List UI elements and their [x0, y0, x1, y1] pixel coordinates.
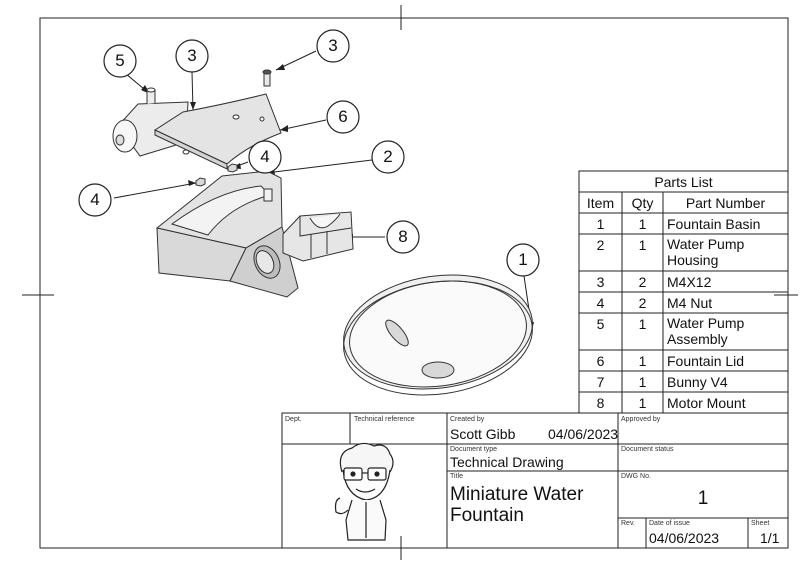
parts-row-2-part: Water Pump Housing: [667, 236, 745, 268]
balloon-4-mid-label: 4: [260, 147, 270, 166]
motor-mount: [282, 211, 354, 262]
doc-type-label: Document type: [450, 446, 498, 453]
parts-row-7-part: Bunny V4: [667, 374, 728, 390]
nut-mid: [227, 163, 238, 173]
balloon-1-circle: [506, 243, 540, 277]
balloon-5-label: 5: [115, 51, 125, 70]
parts-list-header-part: Part Number: [685, 195, 766, 211]
balloon-5-circle: [103, 44, 137, 78]
dwg-no-value: 1: [697, 488, 709, 509]
fountain-lid: [153, 93, 282, 170]
parts-row-2-item: 2: [596, 237, 605, 253]
doc-type-value: Technical Drawing: [450, 454, 564, 470]
parts-list-header-qty: Qty: [631, 195, 654, 211]
screw-right: [262, 69, 272, 87]
parts-row-8-item: 8: [596, 395, 605, 411]
parts-list-grid: [578, 170, 789, 414]
parts-row-5-part: Water Pump Assembly: [667, 315, 745, 347]
parts-row-1-part: Fountain Basin: [667, 216, 761, 232]
balloon-4-mid-circle: [248, 140, 282, 174]
balloon-3-left-label: 3: [187, 46, 197, 65]
parts-row-7-item: 7: [596, 374, 605, 390]
title-label: Title: [450, 473, 463, 480]
balloon-3-right-circle: [316, 29, 350, 63]
parts-list-title: Parts List: [654, 174, 713, 190]
created-date-value: 04/06/2023: [548, 426, 619, 442]
parts-row-3-qty: 2: [638, 274, 647, 290]
created-by-value: Scott Gibb: [450, 426, 516, 442]
balloon-4-left-circle: [78, 183, 112, 217]
sheet-label: Sheet: [751, 520, 770, 527]
balloon-3-right-label: 3: [328, 36, 338, 55]
parts-row-4-item: 4: [596, 295, 605, 311]
drawing-title: Miniature Water Fountain: [450, 484, 584, 526]
parts-row-6-part: Fountain Lid: [667, 353, 745, 369]
parts-row-1-item: 1: [596, 216, 605, 232]
balloon-8-circle: [386, 220, 420, 254]
parts-row-3-part: M4X12: [667, 274, 712, 290]
sheet-value: 1/1: [760, 530, 780, 546]
parts-row-8-part: Motor Mount: [667, 395, 746, 411]
date-issue-label: Date of issue: [649, 520, 690, 527]
balloon-6-label: 6: [338, 107, 348, 126]
balloon-1-label: 1: [518, 250, 528, 269]
date-issue-value: 04/06/2023: [649, 530, 720, 546]
balloon-8-label: 8: [398, 227, 408, 246]
balloon-2-label: 2: [383, 147, 393, 166]
parts-row-7-qty: 1: [638, 374, 647, 390]
balloon-6-circle: [326, 100, 360, 134]
dept-label: Dept.: [285, 416, 302, 423]
dwg-no-label: DWG No.: [621, 473, 651, 480]
parts-row-6-item: 6: [596, 353, 605, 369]
balloon-3-left-circle: [175, 39, 209, 73]
parts-row-4-qty: 2: [638, 295, 647, 311]
parts-list-header-item: Item: [586, 195, 615, 211]
parts-row-8-qty: 1: [638, 395, 647, 411]
tech-ref-label: Technical reference: [354, 416, 415, 423]
parts-row-2-qty: 1: [638, 237, 647, 253]
created-by-label: Created by: [450, 416, 485, 423]
approved-by-label: Approved by: [621, 416, 661, 423]
nut-left: [195, 177, 206, 187]
balloon-circles: [78, 29, 540, 277]
water-pump-housing: [155, 170, 299, 298]
centering-marks: [22, 5, 798, 560]
cartoon-avatar-logo: [334, 442, 394, 541]
balloon-2-circle: [371, 140, 405, 174]
doc-status-label: Document status: [621, 446, 674, 453]
parts-row-5-qty: 1: [638, 316, 647, 332]
parts-row-1-qty: 1: [638, 216, 647, 232]
parts-row-5-item: 5: [596, 316, 605, 332]
parts-row-6-qty: 1: [638, 353, 647, 369]
parts-row-3-item: 3: [596, 274, 605, 290]
balloon-4-left-label: 4: [90, 190, 100, 209]
fountain-basin: [343, 274, 533, 396]
parts-row-4-part: M4 Nut: [667, 295, 713, 311]
rev-label: Rev.: [621, 520, 635, 527]
